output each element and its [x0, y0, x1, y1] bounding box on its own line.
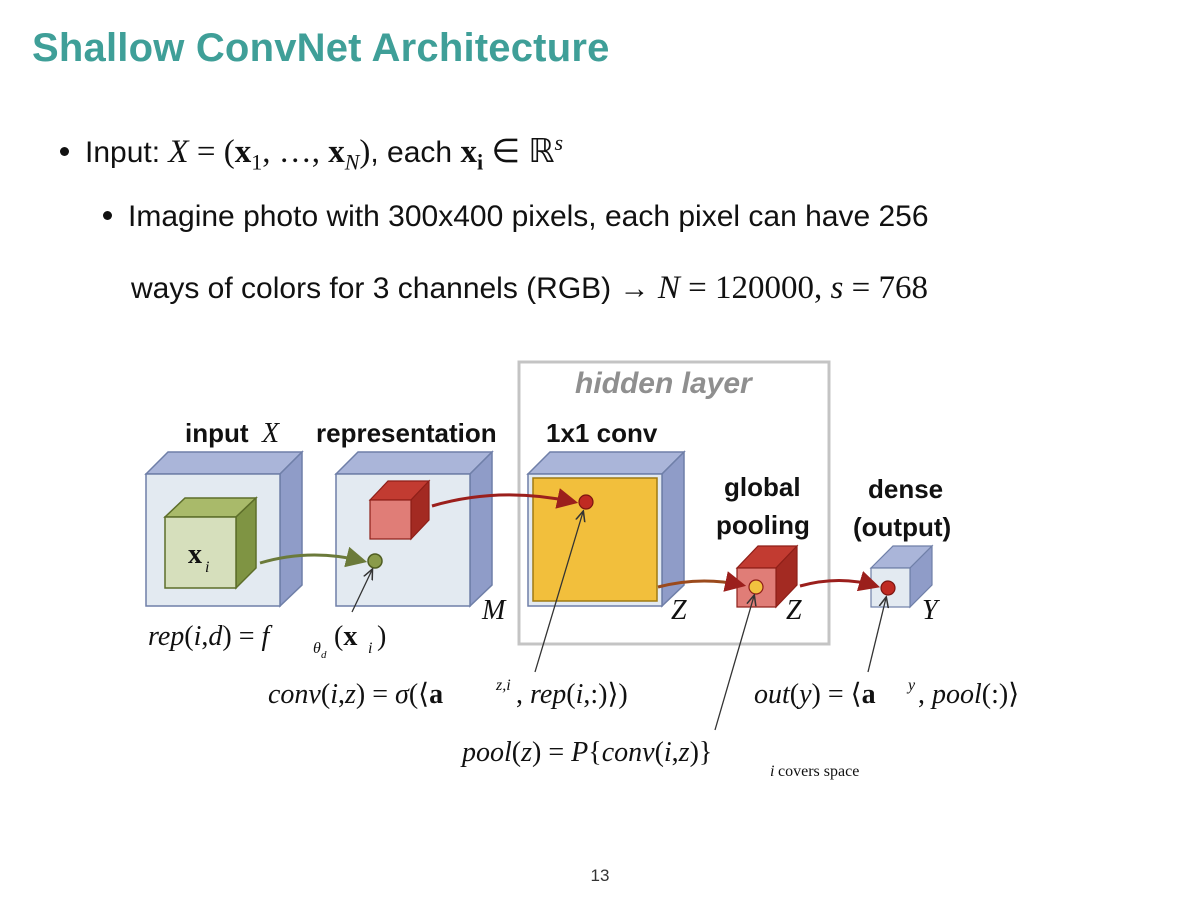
conv-to-pool-arrow — [657, 571, 747, 592]
representation-label: representation — [316, 418, 497, 448]
bullet-dot — [60, 146, 69, 156]
bullet-photo-cont: ways of colors for 3 channels (RGB) → N … — [131, 270, 928, 307]
pool-subscript: covers space — [778, 763, 859, 780]
hidden-layer-box — [517, 360, 831, 646]
dim-Z-pool: Z — [786, 595, 802, 626]
svg-text:d: d — [321, 649, 327, 661]
input-patch-cube — [163, 496, 258, 590]
xi-label: x — [188, 539, 202, 570]
input-to-rep-arrow — [259, 546, 368, 568]
hidden-layer-label: hidden layer — [575, 367, 754, 400]
conv1x1-label: 1x1 conv — [546, 418, 658, 448]
xi-subscript: i — [205, 559, 209, 576]
dim-Z-conv: Z — [671, 595, 687, 626]
svg-text:pool(z) = P{conv(i,z)}: pool(z) = P{conv(i,z)} — [460, 737, 712, 768]
out-pointer — [867, 598, 886, 673]
dim-M: M — [481, 595, 507, 626]
photo-line-cont: ways of colors for 3 channels (RGB) → — [131, 272, 650, 305]
pool-to-dense-arrow — [799, 571, 881, 592]
pool-pointer — [714, 596, 754, 731]
representation-red-cube — [368, 479, 431, 541]
svg-text:i: i — [770, 763, 774, 780]
bullet-input: Input: X = (x1, …, xN), each xi ∈ ℝs — [60, 130, 563, 176]
svg-text:i: i — [368, 640, 372, 657]
rep-formula: rep(i,d) = f θ d (x i ) — [148, 621, 386, 661]
bullet-photo: Imagine photo with 300x400 pixels, each … — [103, 200, 929, 234]
pooling-label: pooling — [716, 510, 810, 540]
pool-yellow-dot — [748, 579, 764, 595]
rep-pointer — [351, 570, 372, 613]
global-label: global — [724, 472, 801, 502]
svg-text:out(y) = ⟨a: out(y) = ⟨a — [754, 679, 876, 710]
svg-text:rep(i,d) = f: rep(i,d) = f — [148, 621, 273, 652]
convnet-diagram: hidden layer x i input X representation … — [144, 360, 1019, 780]
page-number: 13 — [590, 866, 610, 885]
dense-label: dense — [868, 474, 943, 504]
input-each: , each — [370, 136, 453, 169]
photo-line: Imagine photo with 300x400 pixels, each … — [128, 200, 929, 233]
out-formula: out(y) = ⟨a y , pool(:)⟩ — [754, 677, 1019, 710]
conv-cube — [526, 450, 686, 608]
conv-pointer — [534, 512, 583, 673]
svg-text:z,i: z,i — [495, 677, 511, 694]
input-var: X — [261, 418, 280, 449]
dense-red-dot — [880, 580, 896, 596]
svg-text:(x: (x — [334, 621, 357, 652]
input-formula: X = (x1, …, xN) — [168, 134, 371, 175]
bullet-dot — [103, 210, 112, 220]
dim-Y: Y — [922, 595, 941, 626]
rep-to-conv-arrow — [431, 488, 579, 509]
input-membership: xi ∈ ℝs — [460, 130, 564, 175]
output-label: (output) — [853, 512, 951, 542]
svg-text:conv(i,z) = σ(⟨a: conv(i,z) = σ(⟨a — [268, 679, 443, 710]
pool-formula: pool(z) = P{conv(i,z)} i covers space — [460, 737, 859, 780]
conv-formula: conv(i,z) = σ(⟨a z,i , rep(i,:)⟩) — [268, 677, 628, 710]
slide-title: Shallow ConvNet Architecture — [32, 26, 610, 70]
rep-green-dot — [367, 553, 383, 569]
svg-text:, rep(i,:)⟩): , rep(i,:)⟩) — [516, 679, 628, 710]
input-label: Input: — [85, 136, 161, 169]
svg-text:y: y — [906, 677, 916, 694]
svg-text:): ) — [377, 621, 386, 652]
svg-text:, pool(:)⟩: , pool(:)⟩ — [918, 679, 1019, 710]
svg-text:θ: θ — [313, 640, 321, 657]
n-s-values: N = 120000, s = 768 — [657, 270, 928, 306]
input-label: input — [185, 418, 249, 448]
conv-red-dot — [578, 494, 594, 510]
